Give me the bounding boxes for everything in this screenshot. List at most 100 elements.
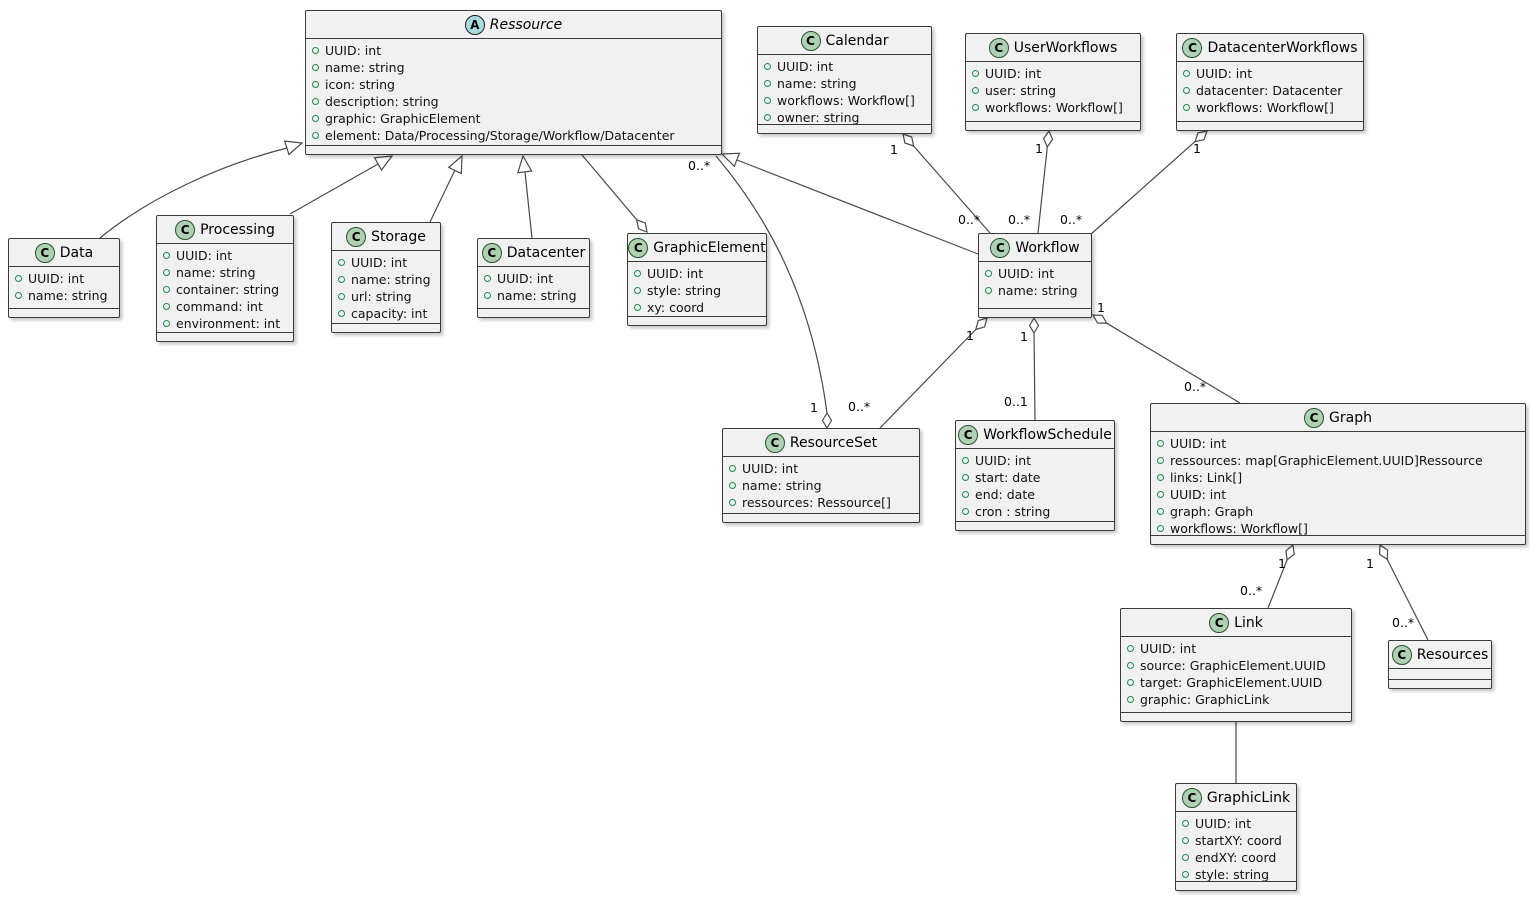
multiplicity-label: 1: [1020, 329, 1028, 344]
attribute-text: workflows: Workflow[]: [985, 100, 1123, 115]
attribute-text: UUID: int: [985, 66, 1042, 81]
methods-compartment: [628, 316, 766, 325]
class-processing: C Processing UUID: int name: string cont…: [156, 215, 294, 342]
class-calendar: C Calendar UUID: int name: string workfl…: [757, 26, 932, 134]
attribute-row: UUID: int: [962, 452, 1108, 469]
field-visibility-icon: [1183, 70, 1190, 77]
attribute-row: UUID: int: [729, 460, 913, 477]
class-title: DatacenterWorkflows: [1207, 39, 1358, 56]
field-visibility-icon: [985, 270, 992, 277]
attribute-row: UUID: int: [972, 65, 1134, 82]
attribute-row: start: date: [962, 469, 1108, 486]
attribute-text: xy: coord: [647, 300, 705, 315]
edge-userworkflows-workflow: [1037, 129, 1054, 234]
field-visibility-icon: [1127, 679, 1134, 686]
methods-compartment: [723, 513, 919, 522]
field-visibility-icon: [15, 275, 22, 282]
class-header: C ResourceSet: [723, 429, 919, 457]
class-icon: C: [175, 219, 196, 240]
attribute-row: UUID: int: [15, 270, 113, 287]
methods-compartment: [332, 323, 440, 332]
field-visibility-icon: [764, 97, 771, 104]
field-visibility-icon: [1182, 837, 1189, 844]
methods-compartment: [1389, 679, 1491, 688]
attribute-text: style: string: [1195, 867, 1270, 881]
attribute-row: datacenter: Datacenter: [1183, 82, 1357, 99]
field-visibility-icon: [163, 320, 170, 327]
class-title: UserWorkflows: [1013, 39, 1118, 56]
field-visibility-icon: [312, 81, 319, 88]
field-visibility-icon: [1157, 525, 1164, 532]
class-title: Data: [59, 244, 94, 261]
class-graphiclink: C GraphicLink UUID: int startXY: coord e…: [1175, 783, 1297, 891]
field-visibility-icon: [634, 304, 641, 311]
class-header: C Datacenter: [478, 239, 589, 267]
attribute-text: user: string: [985, 83, 1057, 98]
attribute-text: UUID: int: [351, 255, 408, 270]
methods-compartment: [956, 521, 1114, 530]
multiplicity-label: 0..1: [1004, 394, 1028, 409]
class-title: GraphicLink: [1206, 789, 1291, 806]
class-datacenter: C Datacenter UUID: int name: string: [477, 238, 590, 318]
attributes-compartment: UUID: int name: string: [9, 267, 119, 308]
class-title: Link: [1234, 614, 1263, 631]
attribute-row: cron : string: [962, 503, 1108, 520]
attribute-text: name: string: [351, 272, 431, 287]
attribute-row: UUID: int: [163, 247, 287, 264]
class-icon: C: [990, 237, 1011, 258]
class-ressource: A Ressource UUID: int name: string icon:…: [305, 10, 722, 155]
field-visibility-icon: [1127, 696, 1134, 703]
class-graphicelement: C GraphicElement UUID: int style: string…: [627, 233, 767, 326]
class-header: C GraphicLink: [1176, 784, 1296, 812]
attribute-row: ressources: map[GraphicElement.UUID]Ress…: [1157, 452, 1519, 469]
attribute-text: UUID: int: [176, 248, 233, 263]
attribute-row: style: string: [1182, 866, 1290, 881]
field-visibility-icon: [338, 293, 345, 300]
class-header: C Link: [1121, 609, 1351, 637]
class-storage: C Storage UUID: int name: string url: st…: [331, 222, 441, 333]
class-datacenterworkflows: C DatacenterWorkflows UUID: int datacent…: [1176, 33, 1364, 131]
class-icon: C: [988, 37, 1009, 58]
field-visibility-icon: [312, 115, 319, 122]
methods-compartment: [1121, 712, 1351, 721]
field-visibility-icon: [15, 292, 22, 299]
attribute-text: UUID: int: [1170, 487, 1227, 502]
attribute-row: name: string: [312, 59, 715, 76]
attribute-text: element: Data/Processing/Storage/Workflo…: [325, 128, 675, 143]
attribute-row: workflows: Workflow[]: [972, 99, 1134, 116]
class-header: C DatacenterWorkflows: [1177, 34, 1363, 62]
field-visibility-icon: [972, 104, 979, 111]
field-visibility-icon: [1157, 491, 1164, 498]
attribute-text: UUID: int: [1195, 816, 1252, 831]
field-visibility-icon: [484, 292, 491, 299]
field-visibility-icon: [163, 269, 170, 276]
attributes-compartment: UUID: int name: string: [979, 262, 1091, 308]
attributes-compartment: UUID: int name: string: [478, 267, 589, 308]
field-visibility-icon: [972, 70, 979, 77]
attributes-compartment: UUID: int user: string workflows: Workfl…: [966, 62, 1140, 121]
attribute-row: name: string: [15, 287, 113, 304]
attributes-compartment: [1389, 669, 1491, 679]
attribute-row: container: string: [163, 281, 287, 298]
field-visibility-icon: [312, 98, 319, 105]
class-title: WorkflowSchedule: [983, 426, 1112, 443]
field-visibility-icon: [1157, 508, 1164, 515]
class-title: Processing: [200, 221, 275, 238]
attribute-text: container: string: [176, 282, 280, 297]
field-visibility-icon: [1182, 871, 1189, 878]
class-header: C Data: [9, 239, 119, 267]
class-resourceset: C ResourceSet UUID: int name: string res…: [722, 428, 920, 523]
attribute-text: url: string: [351, 289, 412, 304]
edge-graphicelement-aggregates-ressource: [581, 154, 648, 233]
methods-compartment: [758, 124, 931, 133]
field-visibility-icon: [729, 482, 736, 489]
multiplicity-label: 0..*: [1184, 379, 1207, 394]
attributes-compartment: UUID: int name: string workflows: Workfl…: [758, 55, 931, 124]
field-visibility-icon: [338, 310, 345, 317]
field-visibility-icon: [729, 465, 736, 472]
field-visibility-icon: [764, 80, 771, 87]
attribute-row: UUID: int: [338, 254, 434, 271]
methods-compartment: [979, 308, 1091, 317]
attribute-row: name: string: [985, 282, 1085, 299]
